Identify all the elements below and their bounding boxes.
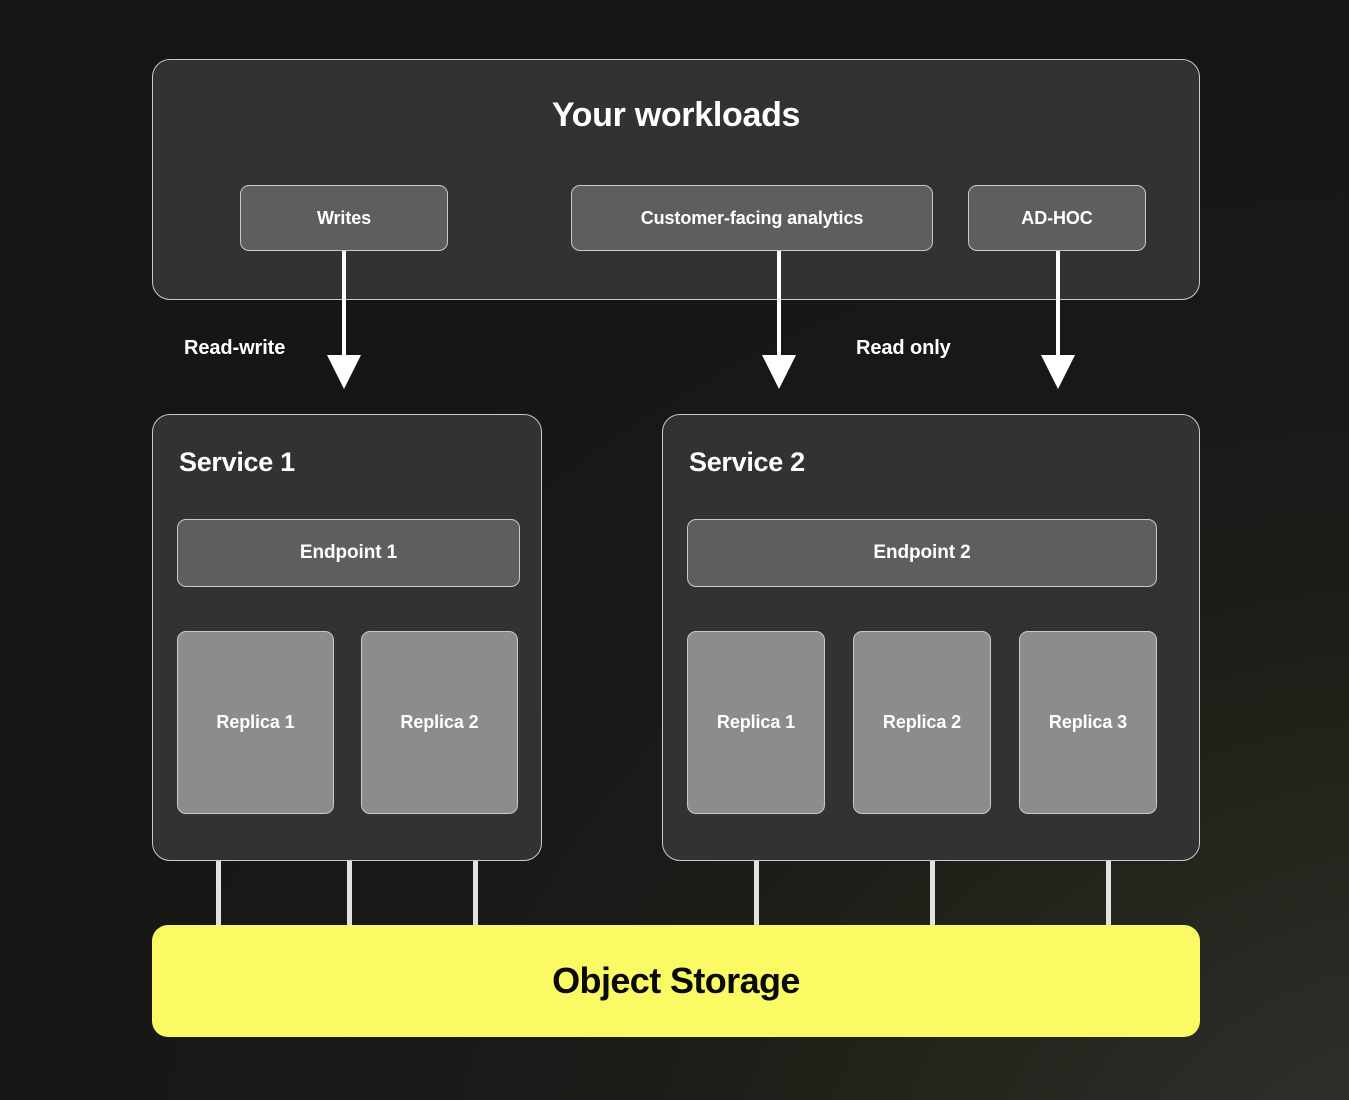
service-2-replica-2-label: Replica 2 (882, 712, 962, 732)
workload-chip-writes-label: Writes (316, 207, 372, 228)
arrow-shaft (341, 251, 346, 367)
arrow-head-down-icon (326, 355, 361, 389)
service-2-replica-1[interactable]: Replica 1 (687, 631, 825, 814)
service-1-replica-2-label: Replica 2 (400, 712, 479, 732)
workload-chip-ad-hoc-label: AD-HOC (1021, 207, 1093, 228)
connector-service-1-a (216, 861, 221, 927)
workload-chip-writes[interactable]: Writes (240, 185, 448, 251)
arrow-head-down-icon (761, 355, 796, 389)
workload-chip-customer-facing-analytics[interactable]: Customer-facing analytics (571, 185, 933, 251)
service-1-endpoint-label: Endpoint 1 (299, 542, 398, 563)
connector-service-2-a (754, 861, 759, 927)
service-1-endpoint[interactable]: Endpoint 1 (177, 519, 520, 587)
edge-label-read-only: Read only (856, 337, 951, 359)
service-2-replica-row: Replica 1 Replica 2 Replica 3 (687, 631, 1157, 814)
arrow-shaft (1055, 251, 1060, 367)
service-2-replica-3[interactable]: Replica 3 (1019, 631, 1157, 814)
connector-service-2-b (930, 861, 935, 927)
service-1-title: Service 1 (179, 447, 295, 477)
service-1-replica-1[interactable]: Replica 1 (177, 631, 334, 814)
arrow-ad-hoc-to-service-2 (1040, 251, 1075, 389)
service-2-replica-2[interactable]: Replica 2 (853, 631, 991, 814)
object-storage-bar[interactable]: Object Storage (152, 925, 1200, 1037)
arrow-head-down-icon (1040, 355, 1075, 389)
service-2-endpoint-label: Endpoint 2 (873, 542, 971, 563)
arrow-writes-to-service-1 (326, 251, 361, 389)
service-1-replica-row: Replica 1 Replica 2 (177, 631, 518, 814)
connector-service-1-c (473, 861, 478, 927)
service-2-replica-1-label: Replica 1 (716, 712, 796, 732)
workload-chip-ad-hoc[interactable]: AD-HOC (968, 185, 1146, 251)
service-2-endpoint[interactable]: Endpoint 2 (687, 519, 1157, 587)
service-1-replica-2[interactable]: Replica 2 (361, 631, 518, 814)
connector-service-1-b (347, 861, 352, 927)
arrow-analytics-to-service-2 (761, 251, 796, 389)
service-1-replica-1-label: Replica 1 (216, 712, 295, 732)
edge-label-read-write: Read-write (184, 337, 286, 359)
your-workloads-title: Your workloads (551, 96, 801, 134)
connector-service-2-c (1106, 861, 1111, 927)
your-workloads-panel: Your workloads (152, 59, 1200, 300)
service-1-panel: Service 1 Endpoint 1 Replica 1 Replica 2 (152, 414, 542, 861)
service-2-panel: Service 2 Endpoint 2 Replica 1 Replica 2… (662, 414, 1200, 861)
service-2-title: Service 2 (689, 447, 805, 477)
service-2-replica-3-label: Replica 3 (1048, 712, 1128, 732)
workload-chip-customer-facing-analytics-label: Customer-facing analytics (640, 207, 864, 228)
arrow-shaft (776, 251, 781, 367)
object-storage-label: Object Storage (552, 960, 800, 1001)
